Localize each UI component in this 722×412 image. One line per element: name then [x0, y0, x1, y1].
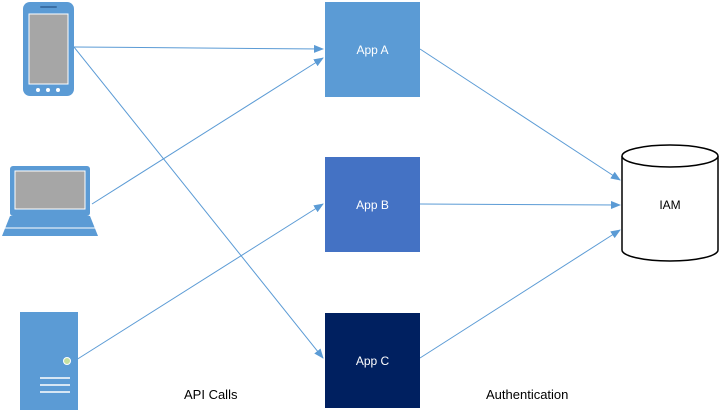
app-a-label: App A	[356, 42, 389, 57]
laptop-icon	[2, 166, 98, 236]
app-a-box	[325, 2, 420, 97]
arrow-phone-to-app-a	[73, 44, 324, 53]
arrow-server-to-app-b	[75, 203, 324, 361]
app-c-label: App C	[355, 353, 390, 368]
authentication-caption: Authentication	[486, 387, 569, 402]
arrow-app-a-to-iam	[419, 48, 621, 181]
app-b-box	[325, 157, 420, 252]
api-calls-caption: API Calls	[184, 387, 238, 402]
iam-label: IAM	[659, 198, 681, 212]
iam-database-icon	[621, 144, 719, 262]
arrow-laptop-to-app-a	[91, 57, 324, 205]
arrow-phone-to-app-c	[73, 46, 324, 359]
arrow-app-c-to-iam	[419, 229, 621, 359]
app-c-box	[325, 313, 420, 408]
server-icon	[20, 312, 78, 410]
phone-icon	[23, 2, 74, 96]
arrow-app-b-to-iam	[419, 200, 621, 209]
app-b-label: App B	[356, 197, 389, 212]
